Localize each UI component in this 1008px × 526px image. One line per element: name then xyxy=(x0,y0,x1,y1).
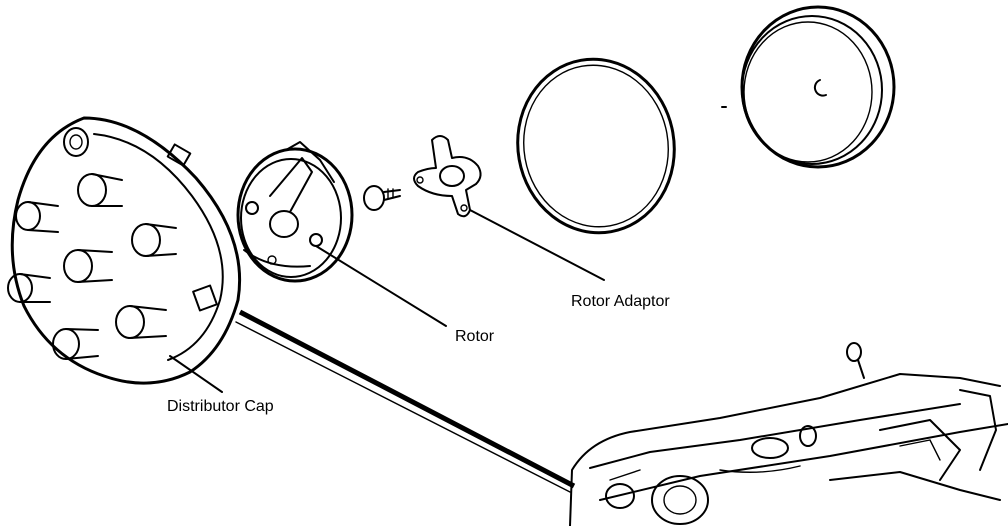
distributor-cap-label: Distributor Cap xyxy=(167,398,274,415)
rotor-adaptor-label: Rotor Adaptor xyxy=(571,293,670,310)
rotor-adaptor-part xyxy=(413,135,482,218)
rotor-screw xyxy=(363,185,401,211)
leader-line-distributor-cap xyxy=(169,355,223,393)
distributor-shield-cover xyxy=(721,5,896,169)
engine-head xyxy=(569,342,1008,526)
assembly-axis xyxy=(235,309,576,493)
distributor-cap-part xyxy=(7,116,242,385)
rotor-part xyxy=(236,141,354,283)
leader-line-rotor xyxy=(315,245,447,327)
seal-ring xyxy=(516,57,676,235)
rotor-label: Rotor xyxy=(455,328,495,345)
cap-terminal-towers xyxy=(7,127,177,360)
leader-line-rotor-adaptor xyxy=(469,209,605,281)
